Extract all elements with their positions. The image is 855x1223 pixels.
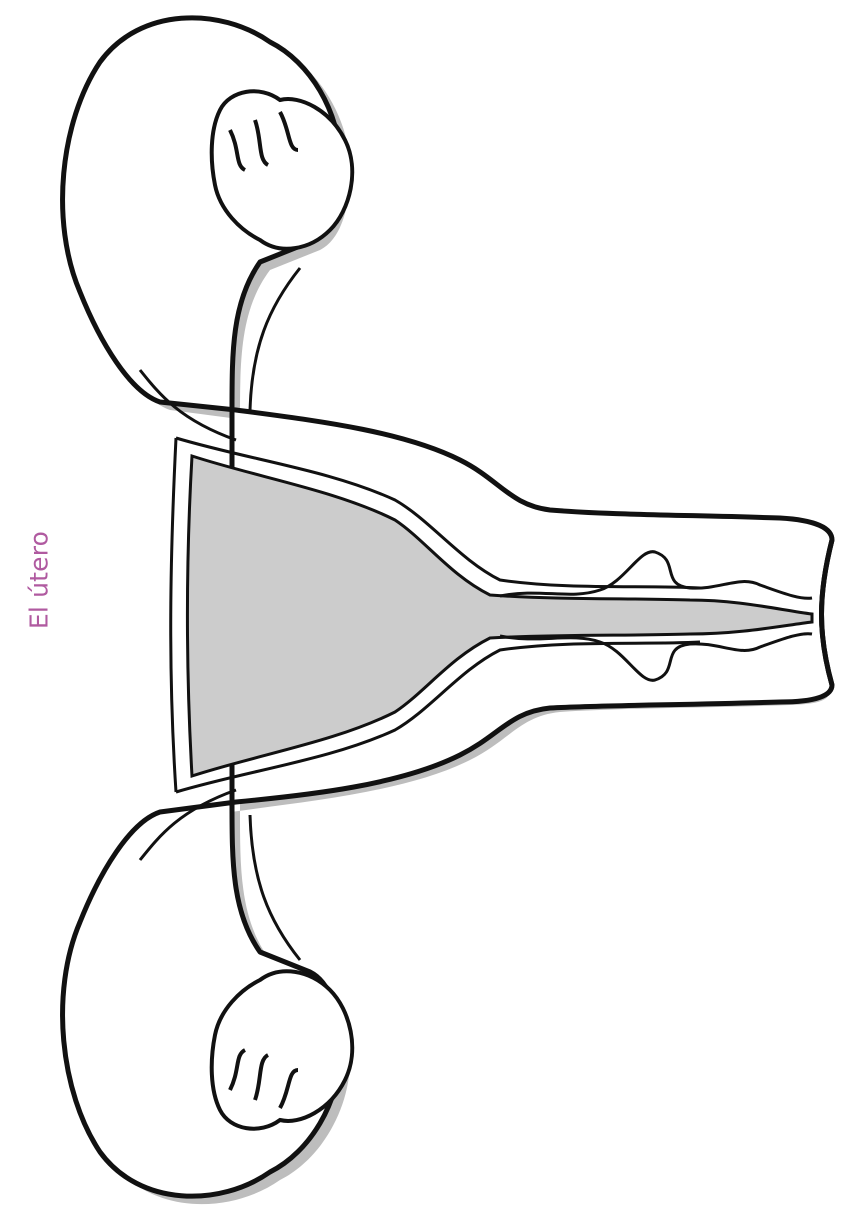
page-title: El útero <box>25 531 54 629</box>
title-container: El útero <box>22 520 56 640</box>
